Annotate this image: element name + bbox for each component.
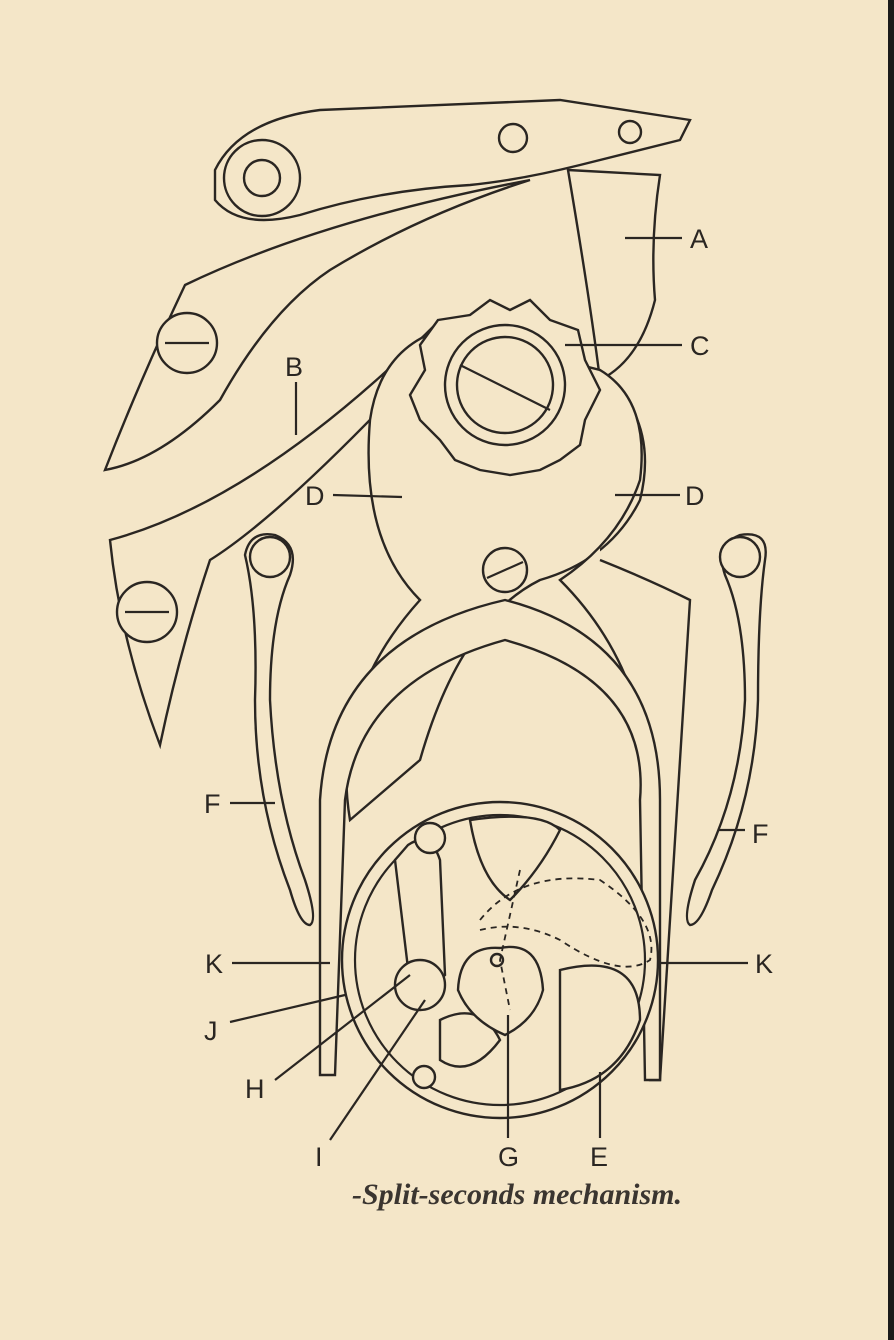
spring-screw [248, 535, 292, 579]
figure-caption: -Split-seconds mechanism. [351, 1178, 682, 1211]
top-lever [213, 98, 692, 222]
lever-screw [413, 821, 447, 855]
lever-screw-inner [242, 158, 282, 198]
page-edge [888, 0, 894, 1340]
screw-slot [486, 560, 524, 580]
ratchet-hub-inner [455, 335, 555, 435]
part-a [566, 168, 662, 382]
label-d-left: D [305, 481, 325, 511]
label-g: G [498, 1142, 519, 1172]
wheel-inner-rim [353, 813, 647, 1107]
label-f-right: F [752, 819, 769, 849]
label-j: J [204, 1016, 218, 1046]
label-h: H [245, 1074, 265, 1104]
label-e: E [590, 1142, 608, 1172]
label-c: C [690, 331, 710, 361]
hub-slot [459, 364, 551, 411]
label-f-left: F [204, 789, 221, 819]
left-plate [103, 178, 531, 472]
lever-pin [497, 122, 529, 154]
label-a: A [690, 224, 708, 254]
label-k-left: K [205, 949, 223, 979]
wheel-spoke [558, 964, 642, 1092]
label-i: I [315, 1142, 323, 1172]
part-f-spring [243, 533, 315, 927]
label-d-right: D [685, 481, 705, 511]
lever-pin [617, 119, 643, 145]
leader-lines [229, 236, 748, 1141]
part-i-roller [393, 958, 447, 1012]
part-k-arm [318, 598, 662, 1082]
label-k-right: K [755, 949, 773, 979]
hidden-outline [479, 877, 653, 968]
part-g-heart [456, 945, 545, 1037]
heart-pivot [489, 952, 505, 968]
wheel-spoke [438, 1012, 502, 1068]
part-f-spring [685, 533, 767, 927]
hidden-outline [499, 869, 521, 1011]
spring-screw [718, 535, 762, 579]
label-b: B [285, 352, 303, 382]
wheel-screw [411, 1064, 437, 1090]
wheel-spoke [468, 815, 562, 902]
